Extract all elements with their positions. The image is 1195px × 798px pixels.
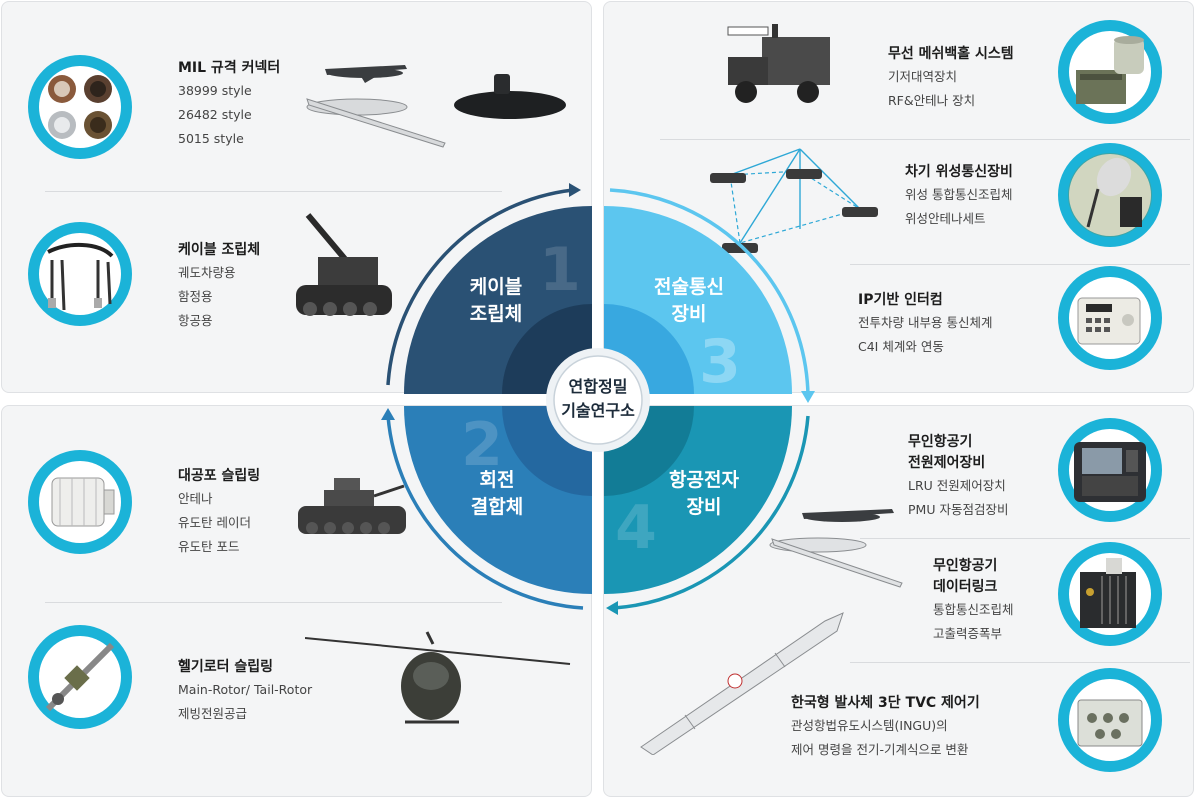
item-satcom: 차기 위성통신장비 위성 통합통신조립체 위성안테나세트 [905,162,1013,231]
item-title: 한국형 발사체 3단 TVC 제어기 [791,695,980,711]
arrow-arc-4 [613,415,810,610]
item-title: 무선 메쉬백홀 시스템 [888,46,1014,62]
uav-pair-photo [769,509,903,588]
item-sub: 전투차량 내부용 통신체계 [858,315,993,330]
item-title: 무인항공기 [933,558,998,574]
radio-unit-icon [1058,20,1162,124]
item-sub: 38999 style [178,83,252,98]
satellite-dish-icon [1058,143,1162,247]
slipring-icon [28,450,132,554]
tvc-controller-icon [1058,668,1162,772]
item-sub: 기저대역장치 [888,69,958,84]
item-sub: 안테나 [178,491,213,506]
item-sub: RF&안테나 장치 [888,93,976,108]
item-sub: 관성항법유도시스템(INGU)의 [791,718,948,733]
arrow-arc-3 [609,188,810,396]
item-sub: 유도탄 포드 [178,539,240,554]
arrow-head [569,183,581,197]
item-sub: 통합통신조립체 [933,602,1014,617]
arrow-arc-1 [386,188,574,386]
item-mil-connector: MIL 규격 커넥터 38999 style 26482 style 5015 … [178,58,280,151]
item-sub: C4I 체계와 연동 [858,339,944,354]
item-cable-assembly: 케이블 조립체 궤도차량용 함정용 항공용 [178,240,260,333]
cable-icon [28,222,132,326]
item-aa-slipring: 대공포 슬립링 안테나 유도탄 레이더 유도탄 포드 [178,466,260,559]
quadrant-1-label-line2: 조립체 [470,303,522,325]
arrow-arc-2 [386,415,584,610]
item-sub: 위성 통합통신조립체 [905,187,1013,202]
item-sub: LRU 전원제어장치 [908,478,1006,493]
comm-truck-photo [727,24,830,103]
quadrant-4-number: 4 [615,493,657,563]
uav-photo [306,65,446,148]
item-sub: 함정용 [178,289,213,304]
quadrant-2-label-line2: 결합체 [471,496,523,518]
quadrant-1-number: 1 [539,235,581,305]
item-tvc-controller: 한국형 발사체 3단 TVC 제어기 관성항법유도시스템(INGU)의 제어 명… [791,693,980,762]
rugged-laptop-icon [1058,418,1162,522]
center-label-line2: 기술연구소 [561,401,635,420]
divider [850,662,1190,663]
item-sub: PMU 자동점검장비 [908,502,1009,517]
datalink-module-icon [1058,542,1162,646]
rotor-slipring-icon [28,625,132,729]
center-circle [553,355,643,445]
item-sub: 유도탄 레이더 [178,515,251,530]
quadrant-1-label-line1: 케이블 [470,276,522,298]
arrow-head [606,601,618,615]
item-title: 헬기로터 슬립링 [178,659,274,675]
satcom-network-photo [710,148,878,253]
aa-vehicle-photo [298,478,406,534]
item-sub: 항공용 [178,313,213,328]
divider [860,538,1190,539]
item-sub: Main-Rotor/ Tail-Rotor [178,682,313,697]
submarine-photo [454,74,566,119]
item-title: 케이블 조립체 [178,242,261,258]
arrow-head [381,408,395,420]
core-business-diagram: 1 2 3 4 케이블 조립체 회전 결합체 전술통신 장비 항공전자 장비 연… [381,183,815,615]
item-sub: 고출력증폭부 [933,626,1003,641]
item-sub: 제어 명령을 전기-기계식으로 변환 [791,742,969,757]
launch-vehicle-photo [640,612,844,755]
helicopter-photo [305,631,571,724]
quadrant-3-label-line2: 장비 [672,303,707,325]
item-heli-slipring: 헬기로터 슬립링 Main-Rotor/ Tail-Rotor 제빙전원공급 [178,657,312,726]
quadrant-3-label-line1: 전술통신 [654,276,724,298]
quadrant-4-label-line1: 항공전자 [669,469,739,491]
item-sub: 26482 style [178,107,252,122]
howitzer-photo [296,213,392,316]
divider [45,602,502,603]
divider [45,191,502,192]
item-title: 차기 위성통신장비 [905,164,1013,180]
item-ip-intercom: IP기반 인터컴 전투차량 내부용 통신체계 C4I 체계와 연동 [858,290,992,359]
item-title: MIL 규격 커넥터 [178,60,281,76]
item-uav-power: 무인항공기 전원제어장비 LRU 전원제어장치 PMU 자동점검장비 [908,432,1008,522]
item-title: 무인항공기 [908,434,973,450]
divider [660,139,1190,140]
arrow-head [801,391,815,403]
item-title: 데이터링크 [933,579,998,595]
item-sub: 5015 style [178,131,244,146]
item-mesh-backhaul: 무선 메쉬백홀 시스템 기저대역장치 RF&안테나 장치 [888,44,1014,113]
quadrant-4-label-line2: 장비 [687,496,722,518]
item-sub: 제빙전원공급 [178,706,248,721]
quadrant-2-label-line1: 회전 [480,469,515,491]
item-sub: 궤도차량용 [178,265,236,280]
item-uav-datalink: 무인항공기 데이터링크 통합통신조립체 고출력증폭부 [933,556,1014,646]
quadrant-2-number: 2 [461,410,503,480]
center-label-line1: 연합정밀 [569,377,628,396]
connector-icon [28,55,132,159]
item-title: 전원제어장비 [908,455,986,471]
intercom-icon [1058,266,1162,370]
item-sub: 위성안테나세트 [905,211,986,226]
divider [850,264,1190,265]
item-title: IP기반 인터컴 [858,292,943,308]
item-title: 대공포 슬립링 [178,468,261,484]
quadrant-3-number: 3 [699,327,741,397]
